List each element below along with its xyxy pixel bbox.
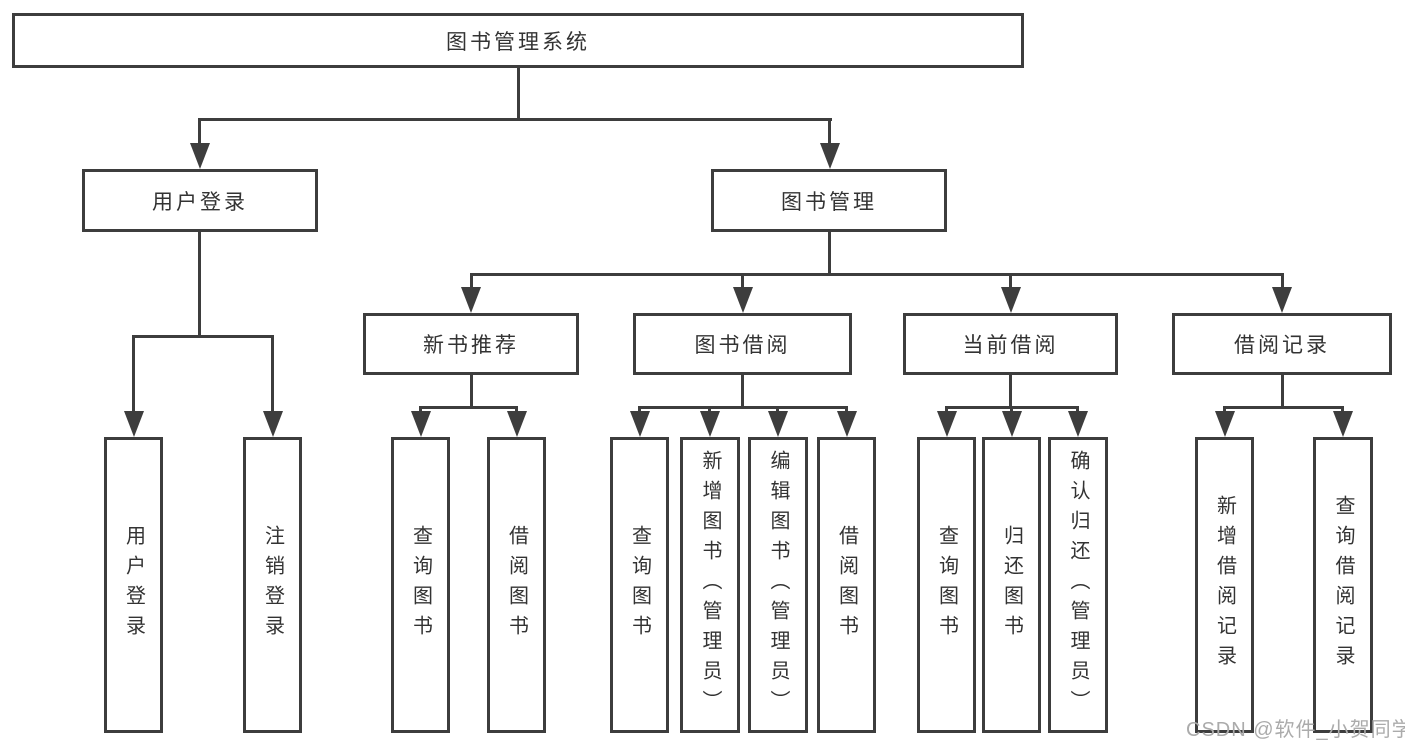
connector-to-leaf [708, 406, 711, 411]
arrow-down-icon [837, 411, 857, 437]
connector-user-login-stem [198, 232, 201, 335]
connector-book-management-branch [470, 273, 1284, 276]
node-book-management: 图书管理 [711, 169, 947, 232]
leaf-rec-query-book-label: 查询图书 [409, 525, 432, 645]
leaf-user-login-label: 用户登录 [122, 525, 145, 645]
connector-branch [638, 406, 848, 409]
connector-to-leaf [638, 406, 641, 411]
node-book-borrow-label: 图书借阅 [694, 334, 791, 357]
arrow-down-icon [190, 143, 210, 169]
arrow-down-icon [124, 411, 144, 437]
leaf-records-add-record-label: 新增借阅记录 [1213, 495, 1236, 675]
connector-to-leaf [271, 335, 274, 411]
leaf-current-confirm-return: 确认归还（管理员） [1048, 437, 1108, 733]
leaf-current-confirm-return-label: 确认归还（管理员） [1067, 450, 1089, 720]
connector-root-stem [517, 68, 520, 118]
leaf-borrow-add-book-label: 新增图书（管理员） [699, 450, 721, 720]
node-current-borrow-label: 当前借阅 [962, 334, 1059, 357]
node-book-management-label: 图书管理 [781, 190, 877, 214]
connector-stem [1009, 375, 1012, 406]
connector-user-login-branch [132, 335, 274, 338]
connector-to-leaf [419, 406, 422, 411]
node-current-borrow: 当前借阅 [903, 313, 1118, 375]
leaf-rec-query-book: 查询图书 [391, 437, 450, 733]
leaf-logout: 注销登录 [243, 437, 302, 733]
leaf-borrow-edit-book: 编辑图书（管理员） [748, 437, 808, 733]
connector-to-leaf [1010, 406, 1013, 411]
connector-to-leaf [945, 406, 948, 411]
leaf-current-query-book: 查询图书 [917, 437, 976, 733]
node-root: 图书管理系统 [12, 13, 1024, 68]
connector-to-new-book-recommend [470, 273, 473, 287]
connector-to-leaf [1076, 406, 1079, 411]
arrow-down-icon [820, 143, 840, 169]
connector-to-leaf [1341, 406, 1344, 411]
node-borrow-records: 借阅记录 [1172, 313, 1392, 375]
node-new-book-recommend-label: 新书推荐 [423, 334, 519, 357]
node-borrow-records-label: 借阅记录 [1234, 334, 1330, 357]
csdn-watermark: CSDN @软件_小贺同学 [1186, 719, 1405, 741]
connector-stem [470, 375, 473, 406]
leaf-borrow-edit-book-label: 编辑图书（管理员） [767, 450, 789, 720]
connector-to-book-borrow [741, 273, 744, 287]
arrow-down-icon [1068, 411, 1088, 437]
connector-to-leaf [776, 406, 779, 411]
leaf-rec-borrow-book: 借阅图书 [487, 437, 546, 733]
node-root-label: 图书管理系统 [446, 30, 590, 54]
node-book-borrow: 图书借阅 [633, 313, 852, 375]
leaf-borrow-borrow-book-label: 借阅图书 [835, 525, 858, 645]
connector-to-leaf [845, 406, 848, 411]
node-user-login: 用户登录 [82, 169, 318, 232]
connector-to-current-borrow [1009, 273, 1012, 287]
arrow-down-icon [1002, 411, 1022, 437]
connector-to-user-login [198, 118, 201, 143]
connector-stem [741, 375, 744, 406]
leaf-current-query-book-label: 查询图书 [935, 525, 958, 645]
connector-book-management-stem [828, 232, 831, 273]
arrow-down-icon [1333, 411, 1353, 437]
connector-root-branch [198, 118, 832, 121]
leaf-records-query-record: 查询借阅记录 [1313, 437, 1373, 733]
leaf-records-query-record-label: 查询借阅记录 [1332, 495, 1354, 675]
connector-branch [419, 406, 518, 409]
leaf-rec-borrow-book-label: 借阅图书 [505, 525, 528, 645]
arrow-down-icon [733, 287, 753, 313]
connector-to-book-management [828, 118, 831, 143]
arrow-down-icon [768, 411, 788, 437]
arrow-down-icon [507, 411, 527, 437]
arrow-down-icon [1001, 287, 1021, 313]
leaf-user-login: 用户登录 [104, 437, 163, 733]
leaf-logout-label: 注销登录 [261, 525, 284, 645]
connector-to-borrow-records [1281, 273, 1284, 287]
arrow-down-icon [411, 411, 431, 437]
leaf-borrow-borrow-book: 借阅图书 [817, 437, 876, 733]
arrow-down-icon [630, 411, 650, 437]
leaf-records-add-record: 新增借阅记录 [1195, 437, 1254, 733]
leaf-borrow-query-book: 查询图书 [610, 437, 669, 733]
connector-branch [1223, 406, 1344, 409]
arrow-down-icon [1215, 411, 1235, 437]
arrow-down-icon [1272, 287, 1292, 313]
node-new-book-recommend: 新书推荐 [363, 313, 579, 375]
arrow-down-icon [700, 411, 720, 437]
connector-stem [1281, 375, 1284, 406]
arrow-down-icon [263, 411, 283, 437]
leaf-borrow-add-book: 新增图书（管理员） [680, 437, 740, 733]
connector-to-leaf [132, 335, 135, 411]
leaf-borrow-query-book-label: 查询图书 [628, 525, 651, 645]
connector-to-leaf [515, 406, 518, 411]
leaf-current-return-book-label: 归还图书 [1000, 525, 1023, 645]
leaf-current-return-book: 归还图书 [982, 437, 1041, 733]
arrow-down-icon [461, 287, 481, 313]
arrow-down-icon [937, 411, 957, 437]
connector-to-leaf [1223, 406, 1226, 411]
node-user-login-label: 用户登录 [152, 190, 248, 214]
